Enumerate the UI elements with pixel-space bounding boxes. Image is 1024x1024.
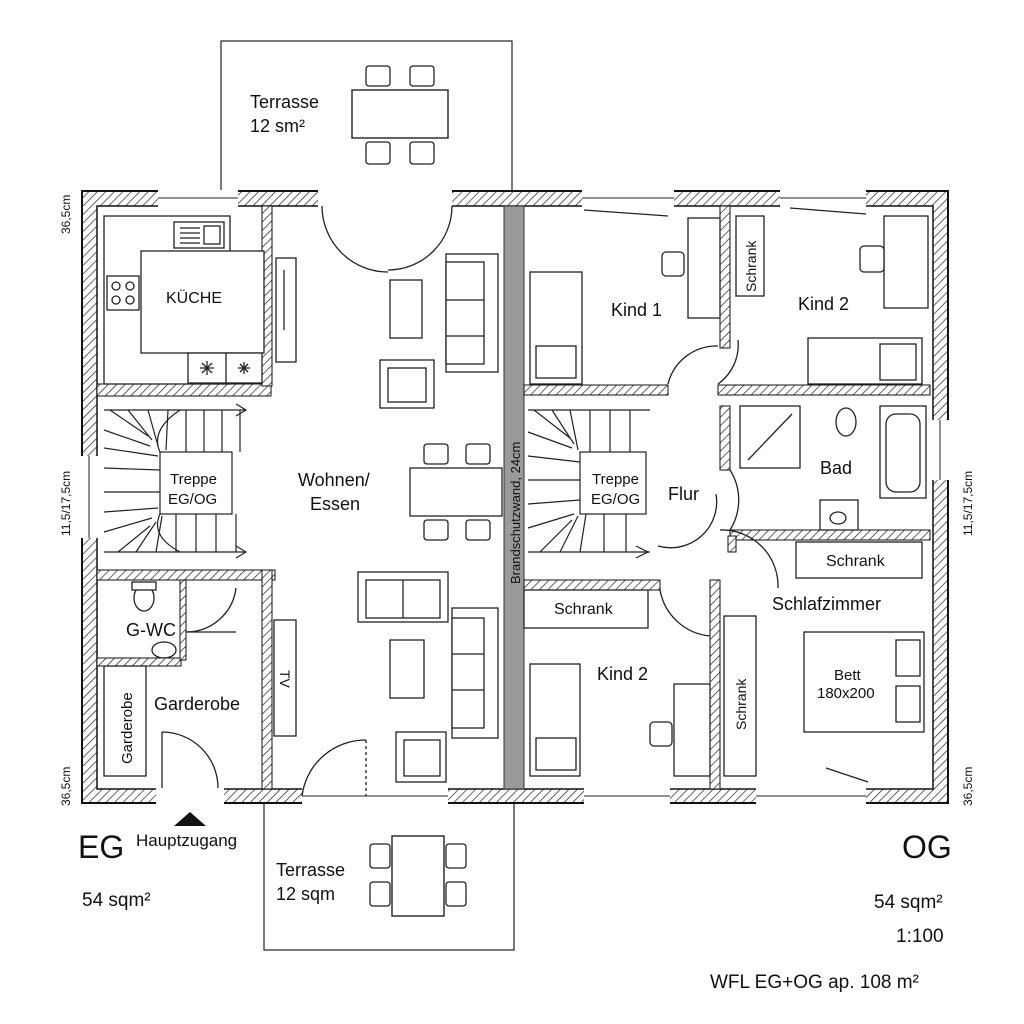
schrank-kind2-label: Schrank	[743, 240, 759, 292]
stairs-eg	[103, 403, 248, 559]
terrace-bottom-area: 12 sqm	[276, 884, 335, 904]
og-furniture	[523, 207, 929, 783]
eg-label: EG	[78, 829, 124, 865]
bed-label-2: 180x200	[817, 685, 875, 702]
terrace-table-top	[351, 89, 449, 139]
dining-table	[409, 467, 503, 517]
living-furniture	[273, 205, 503, 797]
og-label: OG	[902, 829, 952, 865]
firewall-label: Brandschutzwand, 24cm	[508, 442, 523, 584]
schrank-og-closet	[723, 615, 757, 777]
schrank-og-left-label: Schrank	[554, 601, 614, 618]
garderobe-closet-label: Garderobe	[119, 692, 136, 764]
tv-label: TV	[277, 670, 293, 689]
gwc-label: G-WC	[126, 620, 176, 640]
bad-label: Bad	[820, 458, 852, 478]
terrace-bottom-label: Terrasse	[276, 860, 345, 880]
bed-label-1: Bett	[834, 667, 862, 684]
entrance-arrow-icon	[174, 812, 206, 826]
eg-area: 54 sqm²	[82, 890, 151, 911]
garderobe-closet	[103, 665, 147, 777]
schrank-og-left-closet	[523, 589, 649, 629]
living-label-1: Wohnen/	[298, 470, 370, 490]
og-interior-walls	[523, 205, 931, 790]
legend: EG Hauptzugang 54 sqm² OG 54 sqm² 1:100 …	[78, 812, 952, 993]
terrace-bottom	[263, 801, 515, 951]
dimension-labels: 36,5cm 11,5/17,5cm 36,5cm 11,5/17,5cm 36…	[59, 195, 975, 806]
hauptzugang-label: Hauptzugang	[136, 831, 237, 850]
garderobe-label: Garderobe	[154, 694, 240, 714]
stove	[106, 275, 140, 311]
kind1-label: Kind 1	[611, 300, 662, 320]
gwc-fixtures	[103, 581, 237, 789]
stairs-og-label-1: Treppe	[592, 471, 639, 488]
og-area: 54 sqm²	[874, 892, 943, 913]
kitchen-label: KÜCHE	[166, 289, 222, 307]
dim-left-top: 36,5cm	[59, 195, 73, 234]
flur-label: Flur	[668, 484, 699, 504]
living-label-2: Essen	[310, 494, 360, 514]
schrank-schlaf-closet	[795, 541, 923, 579]
schlafzimmer-label: Schlafzimmer	[772, 594, 881, 614]
dim-right-bottom: 36,5cm	[961, 767, 975, 806]
total-area: WFL EG+OG ap. 108 m²	[710, 972, 919, 993]
kitchen-furniture	[103, 215, 297, 385]
stairs-og-label-2: EG/OG	[591, 491, 640, 508]
tv-unit	[273, 619, 297, 737]
terrace-table-bottom	[391, 835, 445, 917]
eg-interior-walls	[96, 205, 276, 790]
scale-label: 1:100	[896, 926, 944, 947]
room-labels: Terrasse 12 sm² KÜCHE Wohnen/ Essen Trep…	[119, 92, 886, 904]
terrace-top-area: 12 sm²	[250, 116, 305, 136]
schrank-og-label: Schrank	[733, 678, 749, 730]
fire-wall	[503, 205, 525, 790]
schrank-schlaf-label: Schrank	[826, 553, 886, 570]
dim-right-mid: 11,5/17,5cm	[961, 471, 975, 536]
schrank-kind2-top-closet	[735, 215, 765, 297]
stairs-eg-label-2: EG/OG	[168, 491, 217, 508]
dim-left-mid: 11,5/17,5cm	[59, 471, 73, 536]
stairs-eg-label-1: Treppe	[170, 471, 217, 488]
stairs-og	[527, 409, 650, 559]
terrace-top-label: Terrasse	[250, 92, 319, 112]
kind2-bottom-label: Kind 2	[597, 664, 648, 684]
dim-left-bottom: 36,5cm	[59, 767, 73, 806]
kind2-top-label: Kind 2	[798, 294, 849, 314]
